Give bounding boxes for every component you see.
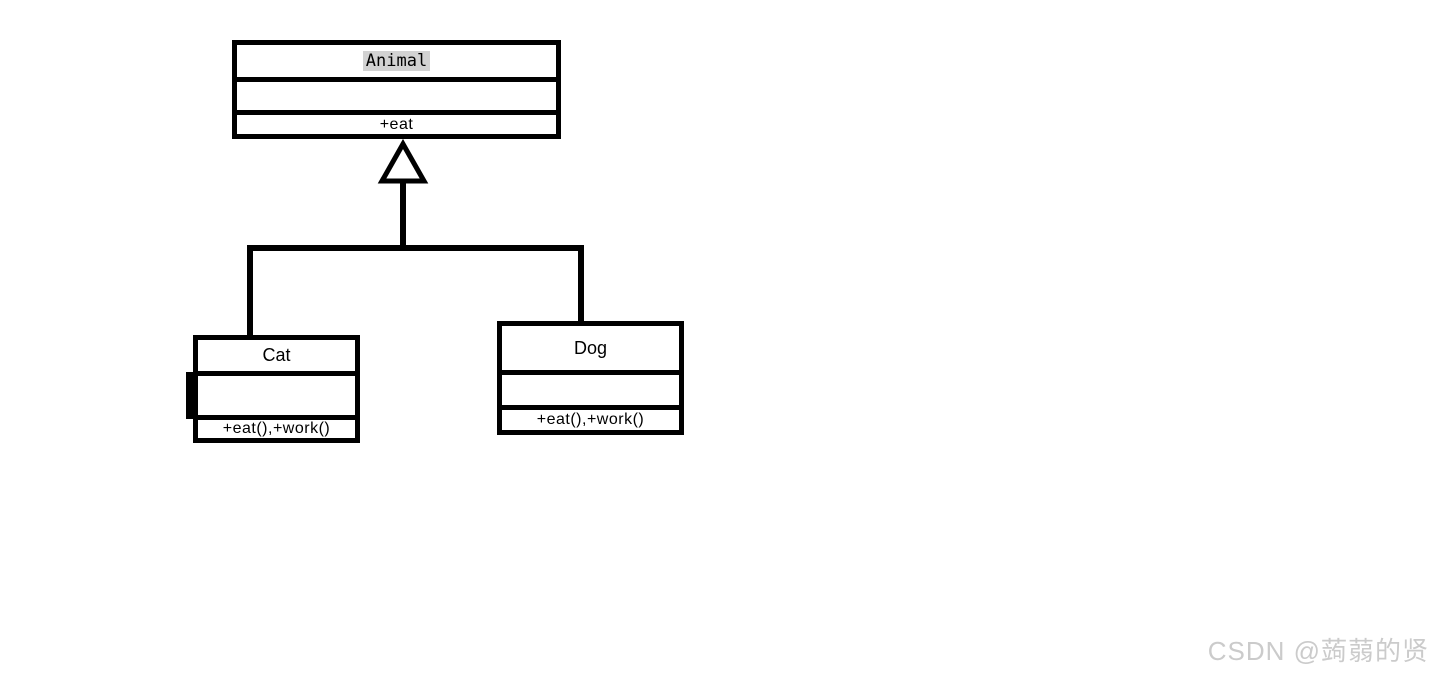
animal-class-name: Animal [362,51,431,71]
cat-methods: +eat(),+work() [222,420,331,437]
dog-methods: +eat(),+work() [536,411,645,428]
cat-box-left-stroke-artifact [186,372,194,419]
cat-attributes-compartment [198,370,355,415]
animal-methods: +eat [379,115,414,133]
cat-class-name: Cat [262,344,291,365]
class-box-animal: Animal +eat [232,40,561,139]
connector-branch-line [247,245,584,337]
dog-name-compartment: Dog [502,326,679,370]
dog-methods-compartment: +eat(),+work() [502,405,679,430]
class-box-dog: Dog +eat(),+work() [497,321,684,435]
dog-attributes-compartment [502,370,679,405]
animal-name-compartment: Animal [237,45,556,77]
animal-attributes-compartment [237,77,556,110]
cat-name-compartment: Cat [198,340,355,371]
class-box-cat: Cat +eat(),+work() [193,335,360,443]
inheritance-triangle-icon [377,138,429,184]
dog-class-name: Dog [573,337,608,358]
csdn-watermark: CSDN @蒟蒻的贤 [1207,636,1429,666]
animal-methods-compartment: +eat [237,110,556,134]
cat-methods-compartment: +eat(),+work() [198,415,355,438]
